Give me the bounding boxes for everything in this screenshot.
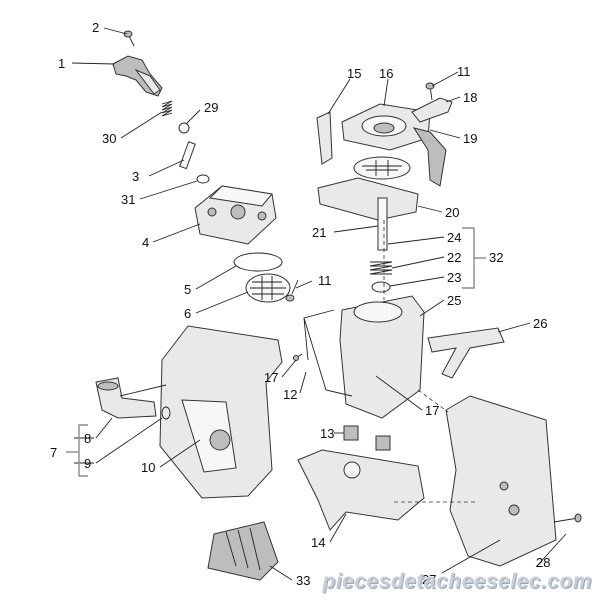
callout-31: 31 [121, 192, 135, 207]
part-30-spring [161, 100, 173, 117]
part-20-tray [317, 177, 419, 221]
callout-16: 16 [379, 66, 393, 81]
part-4-valve-body [194, 185, 277, 245]
part-6-filter [245, 273, 291, 303]
callout-18: 18 [463, 90, 477, 105]
callout-29: 29 [204, 100, 218, 115]
part-14-coupling [297, 449, 425, 531]
part-27-right-chassis [445, 395, 557, 567]
part-26-lever-arm [427, 327, 505, 379]
callout-28: 28 [536, 555, 550, 570]
part-22-spring [369, 261, 393, 275]
bracket-group-32 [462, 227, 475, 289]
callout-2: 2 [92, 20, 99, 35]
callout-33: 33 [296, 573, 310, 588]
callout-32: 32 [489, 250, 503, 265]
callout-25: 25 [447, 293, 461, 308]
part-7-spout [95, 377, 157, 419]
callout-9: 9 [84, 456, 91, 471]
callout-17-right: 17 [425, 403, 439, 418]
callout-27: 27 [422, 572, 436, 587]
callout-1: 1 [58, 56, 65, 71]
part-19-spring-clip [412, 127, 447, 187]
callout-8: 8 [84, 431, 91, 446]
part-3-pin [179, 141, 196, 170]
callout-26: 26 [533, 316, 547, 331]
callout-13: 13 [320, 426, 334, 441]
part-29-ball [178, 122, 190, 134]
part-20-disc [353, 156, 411, 180]
callout-22: 22 [447, 250, 461, 265]
callout-11-lower: 11 [318, 273, 332, 288]
callout-7: 7 [50, 445, 57, 460]
part-15-bracket [316, 111, 333, 165]
callout-4: 4 [142, 235, 149, 250]
part-5-gasket [233, 252, 283, 272]
part-1-lever [112, 55, 163, 97]
part-21-shaft [377, 197, 388, 251]
callout-30: 30 [102, 131, 116, 146]
assembly-line-3 [417, 389, 449, 413]
callout-5: 5 [184, 282, 191, 297]
callout-24: 24 [447, 230, 461, 245]
part-23-ring [371, 281, 391, 293]
part-28-screw [553, 513, 582, 523]
callout-20: 20 [445, 205, 459, 220]
part-11-screw-upper [425, 82, 435, 101]
callout-6: 6 [184, 306, 191, 321]
callout-10: 10 [141, 460, 155, 475]
callout-21: 21 [312, 225, 326, 240]
callout-12: 12 [283, 387, 297, 402]
watermark-text: piecesdetacheeselec.com [322, 570, 592, 593]
part-25-frame [339, 295, 425, 419]
callout-15: 15 [347, 66, 361, 81]
part-9-oring [161, 406, 171, 420]
part-18-latch [411, 97, 453, 123]
part-11-screw-lower [285, 279, 299, 302]
callout-14: 14 [311, 535, 325, 550]
callout-17-left: 17 [264, 370, 278, 385]
part-12-wire-clip [303, 309, 353, 397]
leader-lines [71, 27, 567, 581]
part-31-oring [196, 174, 210, 184]
bracket-group-7 [78, 424, 88, 477]
callout-labels: 1 2 3 4 5 6 7 8 9 10 11 11 12 13 14 15 1… [50, 20, 550, 588]
part-16-funnel [341, 103, 431, 151]
part-17-screw-left [293, 353, 303, 361]
callout-3: 3 [132, 169, 139, 184]
part-2-screw [123, 30, 135, 47]
callout-23: 23 [447, 270, 461, 285]
part-10-left-chassis [159, 325, 283, 499]
callout-19: 19 [463, 131, 477, 146]
part-13-blocks [343, 425, 391, 451]
part-33-grille [207, 521, 279, 581]
callout-11-upper: 11 [457, 64, 471, 79]
